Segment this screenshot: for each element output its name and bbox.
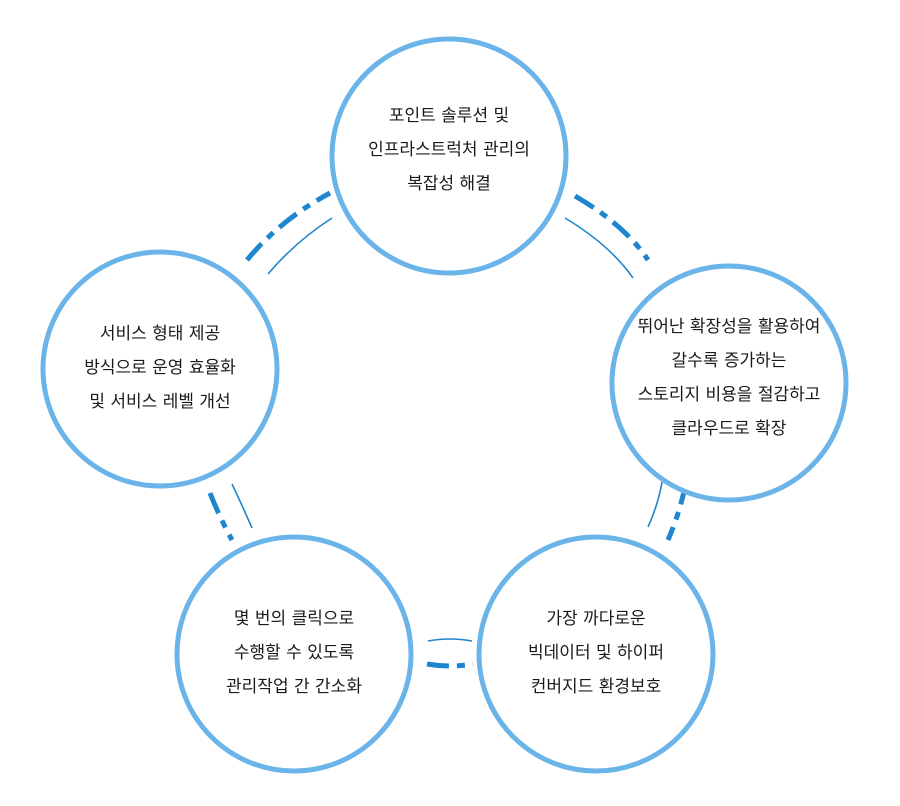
- node-circle-bottom-left: [174, 534, 414, 774]
- connector-right-bottomright-thin: [647, 481, 663, 528]
- node-bottomleft-line-3: 관리작업 간 간소화: [226, 677, 362, 697]
- connector-bottomleft-left-dashed: [207, 492, 235, 542]
- node-circle-top: [329, 36, 569, 276]
- node-circle-left: [40, 249, 280, 489]
- node-circle-bottom-right: [476, 534, 716, 774]
- connector-left-top-thin: [267, 217, 333, 275]
- node-left-line-2: 방식으로 운영 효율화: [84, 358, 236, 378]
- node-bottomright-line-2: 빅데이터 및 하이퍼: [528, 643, 664, 663]
- node-top-line-1: 포인트 솔루션 및: [388, 106, 510, 126]
- node-circle-right: [609, 263, 849, 503]
- connector-bottomleft-left-thin: [231, 483, 253, 529]
- node-label-bottom-left: 몇 번의 클릭으로 수행할 수 있도록 관리작업 간 간소화: [174, 602, 414, 704]
- connector-top-right-dashed: [573, 193, 651, 262]
- connector-bottom-thin: [427, 638, 473, 642]
- node-left-line-3: 및 서비스 레벨 개선: [89, 392, 231, 412]
- node-bottomleft-line-2: 수행할 수 있도록: [233, 643, 355, 663]
- connector-left-top-dashed: [245, 190, 332, 262]
- connector-bottom-dashed: [426, 661, 474, 669]
- node-label-right: 뛰어난 확장성을 활용하여 갈수록 증가하는 스토리지 비용을 절감하고 클라우…: [609, 310, 849, 446]
- node-top-line-3: 복잡성 해결: [407, 174, 491, 194]
- node-label-top: 포인트 솔루션 및 인프라스트럭처 관리의 복잡성 해결: [329, 99, 569, 201]
- node-left-line-1: 서비스 형태 제공: [99, 324, 221, 344]
- node-bottomright-line-1: 가장 까다로운: [546, 609, 646, 629]
- node-right-line-1: 뛰어난 확장성을 활용하여: [637, 317, 821, 337]
- node-right-line-4: 클라우드로 확장: [671, 419, 787, 439]
- node-top-line-2: 인프라스트럭처 관리의: [368, 140, 530, 160]
- node-bottomleft-line-1: 몇 번의 클릭으로: [233, 609, 355, 629]
- node-label-bottom-right: 가장 까다로운 빅데이터 및 하이퍼 컨버지드 환경보호: [476, 602, 716, 704]
- node-bottomright-line-3: 컨버지드 환경보호: [530, 677, 662, 697]
- node-right-line-3: 스토리지 비용을 절감하고: [637, 385, 821, 405]
- node-right-line-2: 갈수록 증가하는: [671, 351, 787, 371]
- connector-top-right-thin: [564, 217, 634, 279]
- node-label-left: 서비스 형태 제공 방식으로 운영 효율화 및 서비스 레벨 개선: [40, 317, 280, 419]
